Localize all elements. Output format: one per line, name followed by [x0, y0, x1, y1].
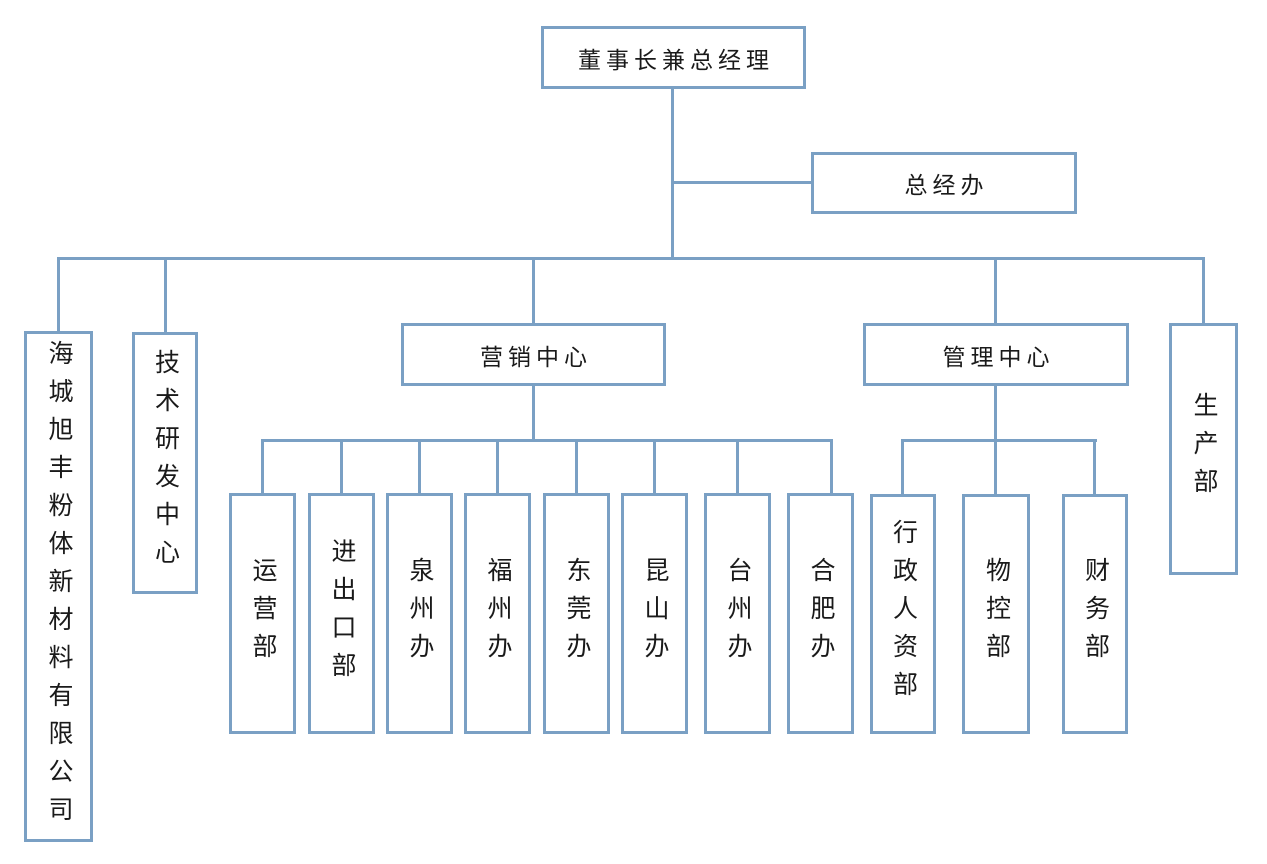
- node-admin-hr-dept: 行政人资部: [870, 494, 936, 734]
- node-label: 行政人资部: [889, 519, 917, 709]
- connector-drop-operations: [261, 441, 264, 494]
- connector-drop-fuzhou: [496, 441, 499, 494]
- connector-drop-admin-hr: [901, 441, 904, 495]
- connector-drop-finance: [1093, 441, 1096, 495]
- node-label: 合肥办: [807, 556, 834, 671]
- connector-drop-production: [1202, 259, 1205, 326]
- node-import-export-dept: 进出口部: [308, 493, 375, 734]
- connector-gm-office-branch: [671, 181, 814, 184]
- node-gm-office: 总经办: [811, 152, 1077, 214]
- connector-drop-quanzhou: [418, 441, 421, 494]
- node-company: 海城旭丰粉体新材料有限公司: [24, 331, 93, 842]
- node-chairman-gm: 董事长兼总经理: [541, 26, 806, 89]
- node-label: 财务部: [1081, 557, 1109, 671]
- node-kunshan-office: 昆山办: [621, 493, 688, 734]
- connector-drop-import-export: [340, 441, 343, 494]
- node-production-dept: 生产部: [1169, 323, 1238, 575]
- node-label: 海城旭丰粉体新材料有限公司: [45, 339, 72, 834]
- node-label: 进出口部: [328, 537, 355, 690]
- connector-drop-dongguan: [575, 441, 578, 494]
- connector-root-stem: [671, 87, 674, 260]
- connector-main-rail: [57, 257, 1205, 260]
- node-label: 东莞办: [563, 556, 590, 671]
- node-label: 昆山办: [641, 556, 668, 671]
- node-label: 管理中心: [942, 344, 1055, 370]
- connector-drop-hefei: [830, 441, 833, 494]
- node-label: 物控部: [982, 557, 1010, 671]
- connector-drop-management: [994, 259, 997, 326]
- connector-drop-taizhou: [736, 441, 739, 494]
- node-label: 运营部: [249, 556, 276, 671]
- node-label: 泉州办: [406, 556, 433, 671]
- node-taizhou-office: 台州办: [704, 493, 771, 734]
- node-label: 生产部: [1190, 392, 1217, 506]
- node-operations-dept: 运营部: [229, 493, 296, 734]
- node-fuzhou-office: 福州办: [464, 493, 531, 734]
- node-marketing-center: 营销中心: [401, 323, 666, 386]
- connector-management-rail: [901, 439, 1097, 442]
- node-label: 技术研发中心: [151, 349, 179, 577]
- node-quanzhou-office: 泉州办: [386, 493, 453, 734]
- connector-marketing-stem: [532, 383, 535, 441]
- node-label: 营销中心: [480, 344, 592, 370]
- node-label: 福州办: [484, 556, 511, 671]
- node-hefei-office: 合肥办: [787, 493, 854, 734]
- connector-drop-company: [57, 259, 60, 334]
- node-label: 董事长兼总经理: [578, 47, 774, 73]
- connector-drop-kunshan: [653, 441, 656, 494]
- connector-drop-tech-center: [164, 259, 167, 335]
- connector-marketing-rail: [261, 439, 833, 442]
- node-label: 总经办: [904, 173, 989, 198]
- node-tech-rd-center: 技术研发中心: [132, 332, 198, 594]
- node-label: 台州办: [724, 556, 751, 671]
- node-dongguan-office: 东莞办: [543, 493, 610, 734]
- node-finance-dept: 财务部: [1062, 494, 1128, 734]
- connector-drop-material-control: [994, 441, 997, 495]
- node-material-control-dept: 物控部: [962, 494, 1030, 734]
- connector-management-stem: [994, 383, 997, 441]
- connector-drop-marketing: [532, 259, 535, 326]
- node-management-center: 管理中心: [863, 323, 1129, 386]
